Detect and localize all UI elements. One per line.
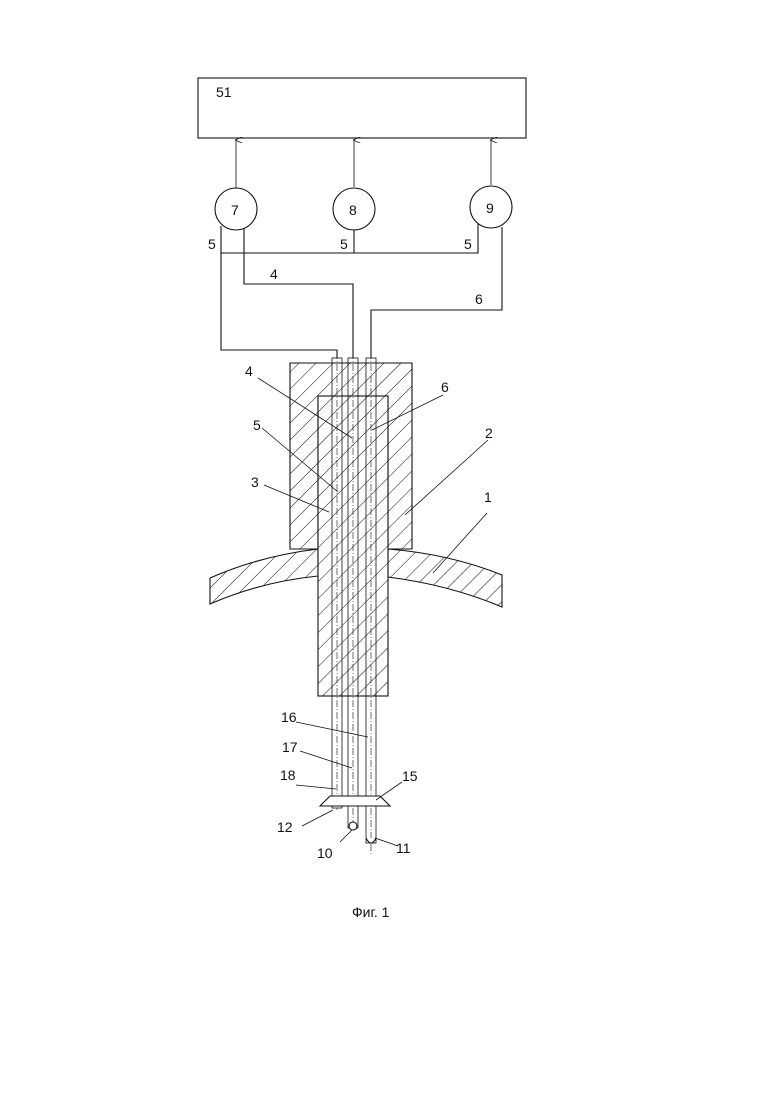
sensor-7: 7 [215, 188, 257, 230]
block-51 [198, 78, 526, 138]
callout-5: 5 [253, 417, 261, 433]
junction-10 [349, 822, 357, 830]
callout-6: 6 [441, 379, 449, 395]
lead-label-5-right: 5 [464, 236, 472, 252]
wall-1 [210, 549, 318, 604]
wiring [221, 224, 502, 358]
lead-label-5-left: 5 [208, 236, 216, 252]
callout-4: 4 [245, 363, 253, 379]
figure-caption: Фиг. 1 [352, 904, 390, 920]
sensor-7-label: 7 [231, 202, 239, 218]
lead-label-5-mid: 5 [340, 236, 348, 252]
sensor-9-label: 9 [486, 200, 494, 216]
wall-1-right [388, 549, 502, 607]
callout-17: 17 [282, 739, 298, 755]
callout-2: 2 [485, 425, 493, 441]
callout-18: 18 [280, 767, 296, 783]
callout-12: 12 [277, 819, 293, 835]
lead-label-4: 4 [270, 266, 278, 282]
sensor-9: 9 [470, 186, 512, 228]
callout-15: 15 [402, 768, 418, 784]
callout-16: 16 [281, 709, 297, 725]
callout-11: 11 [396, 840, 411, 856]
sensor-8-label: 8 [349, 202, 357, 218]
block-51-label: 51 [216, 84, 232, 100]
lead-label-6: 6 [475, 291, 483, 307]
tip-assembly [320, 796, 390, 843]
sensor-8: 8 [333, 188, 375, 230]
callout-3: 3 [251, 474, 259, 490]
callout-1: 1 [484, 489, 492, 505]
callout-10: 10 [317, 845, 333, 861]
